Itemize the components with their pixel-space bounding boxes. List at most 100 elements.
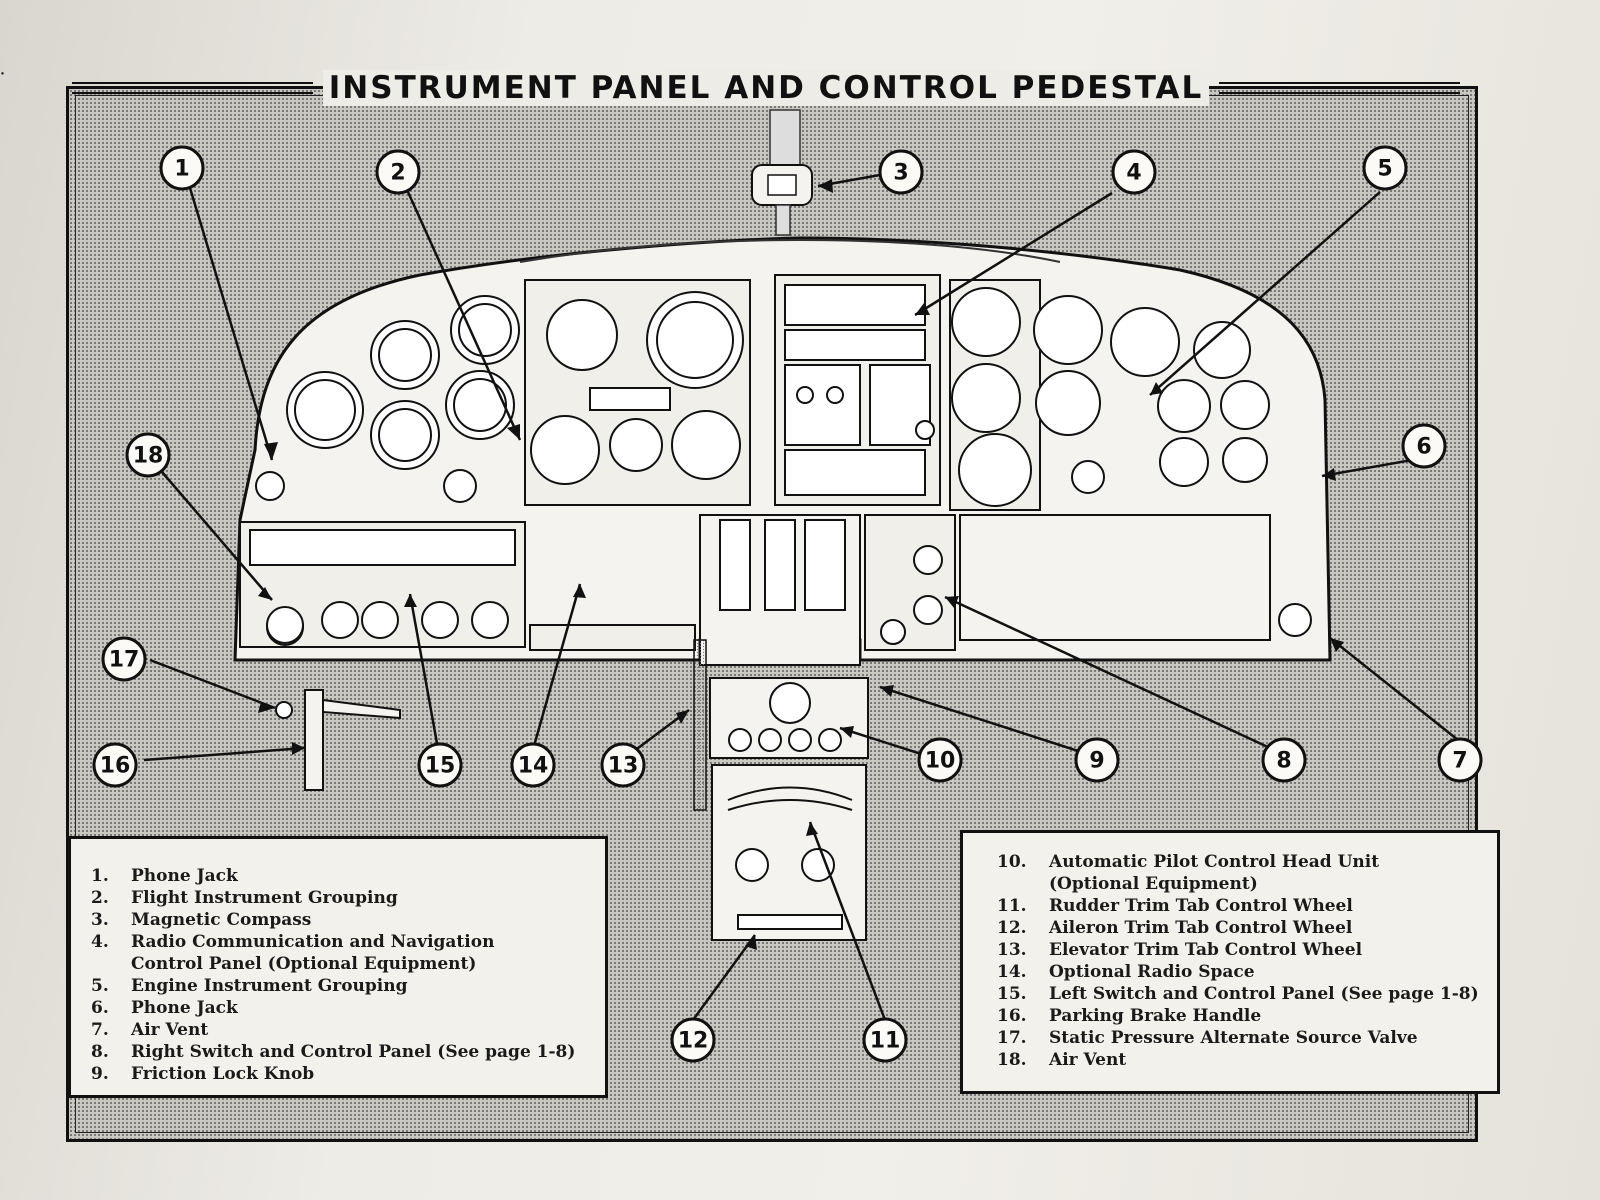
optional-radio-space-panel: [959, 514, 1271, 641]
callout-circle: [1111, 149, 1157, 195]
legend-item-text: Air Vent: [131, 1020, 209, 1040]
control-pedestal: [699, 514, 869, 941]
legend-item-text: Elevator Trim Tab Control Wheel: [1049, 940, 1363, 960]
arrowheads: [258, 179, 1344, 950]
legend-item: 12. Aileron Trim Tab Control Wheel: [997, 917, 1497, 939]
legend-item-number: 3.: [91, 910, 109, 930]
legend-item-number: 11.: [997, 896, 1027, 916]
legend-item: 14. Optional Radio Space: [997, 961, 1497, 983]
callout-11: 11: [862, 1017, 908, 1063]
legend-item-number: 18.: [997, 1050, 1027, 1070]
callout-circle: [101, 636, 147, 682]
legend-item-text: Magnetic Compass: [131, 910, 312, 930]
callout-circle: [878, 149, 924, 195]
callout-16: 16: [92, 742, 138, 788]
legend-item-number: 7.: [91, 1020, 109, 1040]
callout-2: 2: [375, 149, 421, 195]
legend-item-text: Rudder Trim Tab Control Wheel: [1049, 896, 1353, 916]
callout-number: 15: [425, 754, 456, 779]
callout-number: 14: [518, 754, 549, 779]
legend-item-text: Phone Jack: [131, 866, 238, 886]
callout-circle: [1261, 737, 1307, 783]
legend-item-number: 10.: [997, 852, 1027, 872]
callout-5: 5: [1362, 145, 1408, 191]
callout-circle: [600, 742, 646, 788]
left-air-vent: [266, 606, 304, 644]
callout-circle: [1401, 423, 1447, 469]
legend-item: 16. Parking Brake Handle: [997, 1005, 1497, 1027]
legend-item: 11. Rudder Trim Tab Control Wheel: [997, 895, 1497, 917]
legend-item-text: Optional Radio Space: [1049, 962, 1255, 982]
legend-item: 2.Flight Instrument Grouping: [91, 887, 605, 909]
callout-circle: [125, 432, 171, 478]
callout-circle: [375, 149, 421, 195]
legend-right-list: 10. Automatic Pilot Control Head Unit (Op…: [997, 851, 1497, 1071]
legend-item-number: 16.: [997, 1006, 1027, 1026]
callout-10: 10: [917, 737, 963, 783]
legend-item-text: Right Switch and Control Panel (See page…: [131, 1042, 576, 1062]
callout-1: 1: [159, 145, 205, 191]
radio-control-panel: [774, 274, 941, 506]
elevator-trim-wheel: [693, 639, 707, 811]
callout-circle: [159, 145, 205, 191]
legend-item: 6.Phone Jack: [91, 997, 605, 1019]
legend-item-number: 13.: [997, 940, 1027, 960]
callout-circle: [417, 742, 463, 788]
title-rule-left: [72, 82, 313, 94]
callout-15: 15: [417, 742, 463, 788]
legend-item-number: 14.: [997, 962, 1027, 982]
callout-number: 9: [1089, 749, 1104, 774]
callout-7: 7: [1437, 737, 1483, 783]
right-switch-panel: [864, 514, 956, 651]
engine-instrument-grouping: [255, 279, 1270, 511]
magnetic-compass: [751, 109, 813, 236]
legend-item: 15.Left Switch and Control Panel (See pa…: [997, 983, 1497, 1005]
legend-item-number: 4.: [91, 932, 109, 952]
callout-circle: [1074, 737, 1120, 783]
legend-item-number: 12.: [997, 918, 1027, 938]
legend-item: 5.Engine Instrument Grouping: [91, 975, 605, 997]
legend-item-number: 2.: [91, 888, 109, 908]
callout-3: 3: [878, 149, 924, 195]
legend-item-text: Automatic Pilot Control Head Unit (Optio…: [1049, 852, 1380, 894]
legend-item-text: Aileron Trim Tab Control Wheel: [1049, 918, 1353, 938]
left-switch-panel: [239, 521, 696, 651]
callout-number: 2: [390, 161, 405, 186]
title-rule-right: [1219, 82, 1461, 94]
legend-item: 13. Elevator Trim Tab Control Wheel: [997, 939, 1497, 961]
callout-number: 7: [1452, 749, 1467, 774]
glareshield: [519, 238, 1061, 263]
static-pressure-valve: [275, 701, 293, 719]
parking-brake-handle: [304, 689, 401, 791]
legend-item-number: 5.: [91, 976, 109, 996]
legend-item: 9.Friction Lock Knob: [91, 1063, 605, 1085]
callout-8: 8: [1261, 737, 1307, 783]
legend-item-number: 8.: [91, 1042, 109, 1062]
legend-item-number: 9.: [91, 1064, 109, 1084]
callout-number: 13: [608, 754, 639, 779]
callout-number: 17: [109, 648, 140, 673]
legend-item-text: Air Vent: [1049, 1050, 1127, 1070]
legend-item-text: Static Pressure Alternate Source Valve: [1049, 1028, 1418, 1048]
legend-item: 7. Air Vent: [91, 1019, 605, 1041]
callout-number: 11: [870, 1029, 901, 1054]
callout-circle: [92, 742, 138, 788]
legend-item-number: 1.: [91, 866, 109, 886]
legend-item-text: Parking Brake Handle: [1049, 1006, 1262, 1026]
legend-item-text: Radio Communication and Navigation Contr…: [131, 932, 495, 974]
callout-number: 4: [1126, 161, 1141, 186]
callout-number: 10: [925, 749, 956, 774]
callout-circle: [1437, 737, 1483, 783]
legend-item: 4. Radio Communication and Navigation Con…: [91, 931, 605, 975]
legend-item: 3. Magnetic Compass: [91, 909, 605, 931]
legend-item: 1. Phone Jack: [91, 865, 605, 887]
callout-number: 18: [133, 444, 164, 469]
flight-instrument-grouping: [286, 279, 751, 506]
legend-item: 18. Air Vent: [997, 1049, 1497, 1071]
legend-item-text: Phone Jack: [131, 998, 238, 1018]
